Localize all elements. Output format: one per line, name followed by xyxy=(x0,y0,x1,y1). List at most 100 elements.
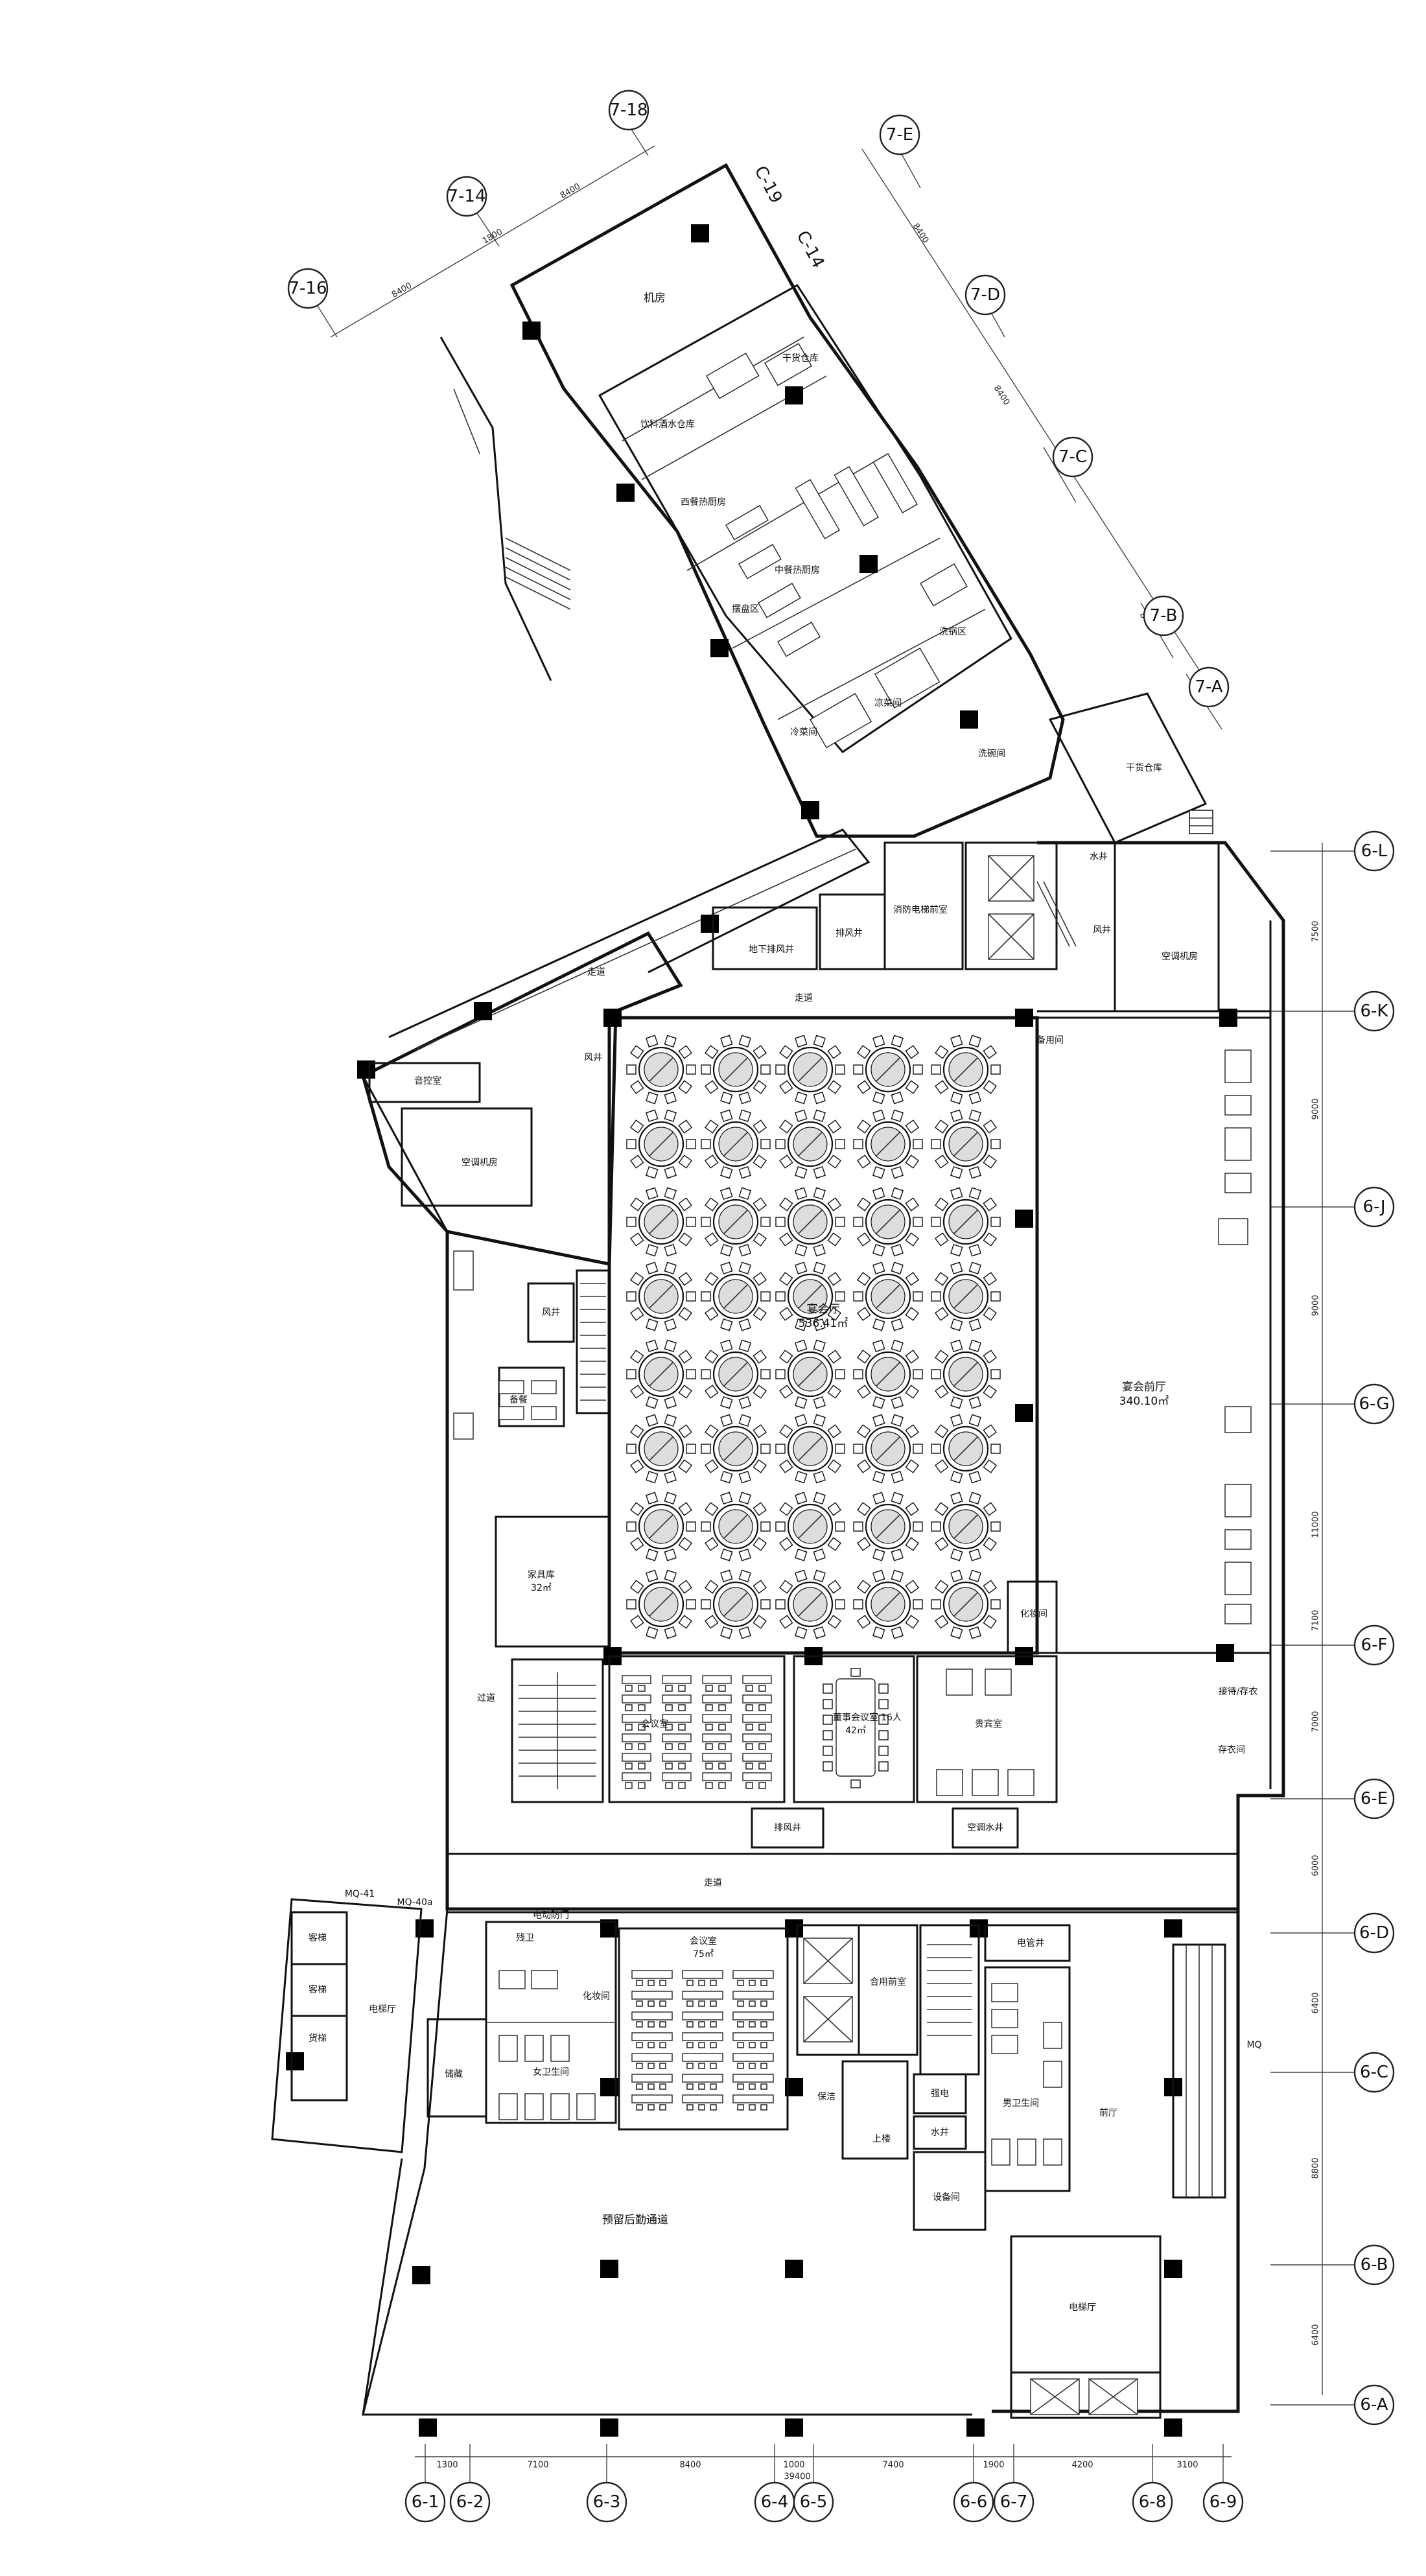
banquet-table xyxy=(701,1109,771,1179)
kitchen-wing: 机房 干货仓库 饮料酒水仓库 西餐热厨房 中餐热厨房 摆盘区 洗锅区 凉菜间 冷… xyxy=(439,163,1213,844)
svg-text:7-D: 7-D xyxy=(970,285,1000,305)
column xyxy=(1219,1009,1237,1027)
room-guest-lift-2: 客梯 xyxy=(309,1984,327,1995)
column xyxy=(474,1002,492,1020)
column xyxy=(1164,2260,1182,2278)
room-chinese-kitchen: 中餐热厨房 xyxy=(775,565,820,576)
dimension-labels: 7500 9000 9000 11000 7100 7000 6000 6400… xyxy=(390,181,1321,2481)
room-furniture: 家具库 xyxy=(528,1569,555,1580)
banquet-table xyxy=(853,1261,923,1331)
dim-right-4: 11000 xyxy=(1311,1511,1321,1538)
banquet-table xyxy=(775,1569,845,1639)
label-gas: 电动防门 xyxy=(533,1910,569,1921)
axis-bubble-6D: 6-D xyxy=(1353,1912,1395,1954)
room-elevator-hall-left: 电梯厅 xyxy=(369,2004,396,2015)
column xyxy=(286,2052,304,2070)
svg-text:6-4: 6-4 xyxy=(761,2492,788,2512)
room-front-hall: 前厅 xyxy=(1099,2107,1117,2118)
room-elec-shaft: 电管井 xyxy=(1017,1938,1044,1949)
room-machine: 机房 xyxy=(644,292,666,305)
banquet-table xyxy=(701,1035,771,1105)
room-elevator-hall-bottom: 电梯厅 xyxy=(1069,2302,1096,2313)
room-wind-left: 风井 xyxy=(542,1307,560,1318)
lower-block: 客梯 客梯 货梯 电梯厅 MQ-41 MQ-40a 储藏 残卫 女卫生间 化妆间… xyxy=(271,1889,1262,2419)
axis-bubble-7B: 7-B xyxy=(1143,595,1184,637)
room-dry-storage: 干货仓库 xyxy=(782,353,819,364)
axis-bubble-6B: 6-B xyxy=(1353,2244,1395,2286)
banquet-table xyxy=(931,1261,1001,1331)
axis-bubble-718: 7-18 xyxy=(608,89,649,131)
banquet-table xyxy=(931,1187,1001,1257)
column xyxy=(412,2266,430,2284)
room-guest-lift-1: 客梯 xyxy=(309,1932,327,1943)
column xyxy=(966,2418,985,2437)
svg-text:6-C: 6-C xyxy=(1360,2063,1388,2082)
dim-top-right-2: 8400 xyxy=(992,384,1012,407)
dim-top-left-2: 1800 xyxy=(481,227,504,246)
room-cold-dish: 冷菜间 xyxy=(790,727,817,738)
svg-text:7-16: 7-16 xyxy=(288,279,327,298)
column xyxy=(785,386,803,404)
dim-bottom-3: 8400 xyxy=(679,2461,701,2470)
room-makeup: 化妆间 xyxy=(1020,1609,1047,1619)
room-board: 董事会议室 xyxy=(833,1712,878,1723)
axis-label-c19: C-19 xyxy=(751,163,786,207)
axis-bubble-6K: 6-K xyxy=(1353,990,1395,1032)
room-prefunction-area: 340.10㎡ xyxy=(1119,1395,1169,1408)
banquet-table xyxy=(775,1414,845,1484)
svg-text:6-3: 6-3 xyxy=(593,2492,620,2512)
room-janitor: 残卫 xyxy=(516,1933,534,1943)
banquet-table xyxy=(701,1492,771,1562)
room-corridor-top: 走道 xyxy=(795,993,813,1003)
axis-bubble-7C: 7-C xyxy=(1052,436,1093,478)
axis-bubble-6L: 6-L xyxy=(1353,830,1395,872)
axis-bubble-714: 7-14 xyxy=(446,176,487,217)
room-elec: 强电 xyxy=(931,2089,949,2099)
room-meeting-a: 会议室 xyxy=(641,1718,668,1729)
dim-bottom-total: 39400 xyxy=(784,2472,810,2482)
column xyxy=(616,484,635,502)
svg-text:6-E: 6-E xyxy=(1361,1789,1388,1809)
room-meeting-b-area: 75㎡ xyxy=(693,1949,714,1960)
column xyxy=(600,2418,618,2437)
room-passage: 过道 xyxy=(477,1693,495,1704)
axis-bubble-6E: 6-E xyxy=(1353,1778,1395,1820)
banquet-table xyxy=(775,1035,845,1105)
svg-text:7-E: 7-E xyxy=(886,125,913,145)
room-board-seats: 16人 xyxy=(881,1713,902,1723)
axis-bubble-7E: 7-E xyxy=(879,114,920,156)
svg-text:6-2: 6-2 xyxy=(456,2492,484,2512)
banquet-table xyxy=(775,1109,845,1179)
dim-right-6: 7000 xyxy=(1311,1711,1321,1732)
banquet-table xyxy=(775,1261,845,1331)
svg-text:6-F: 6-F xyxy=(1361,1635,1388,1655)
label-mq41: MQ-41 xyxy=(345,1889,375,1899)
room-dish-wash: 洗碗间 xyxy=(978,749,1005,759)
banquet-table xyxy=(626,1569,696,1639)
room-west-kitchen: 西餐热厨房 xyxy=(681,497,726,508)
room-female-wc: 女卫生间 xyxy=(533,2067,569,2078)
label-mq: MQ xyxy=(1246,2040,1261,2050)
axis-bubble-6J: 6-J xyxy=(1353,1186,1395,1228)
room-veg: 凉菜间 xyxy=(874,698,902,708)
room-water: 水井 xyxy=(931,2127,949,2138)
room-corridor-mid: 走道 xyxy=(704,1878,722,1888)
column xyxy=(1164,1919,1182,1938)
svg-text:6-5: 6-5 xyxy=(800,2492,827,2512)
banquet-table xyxy=(626,1261,696,1331)
room-female-change: 化妆间 xyxy=(583,1991,610,2002)
banquet-table xyxy=(931,1339,1001,1409)
svg-text:6-K: 6-K xyxy=(1361,1001,1389,1021)
dim-right-1: 7500 xyxy=(1311,920,1321,942)
label-mq40a: MQ-40a xyxy=(397,1897,433,1908)
room-freight-lift: 货梯 xyxy=(309,2033,327,2044)
room-reception: 接待/存衣 xyxy=(1219,1686,1258,1697)
svg-text:6-D: 6-D xyxy=(1359,1923,1389,1943)
upper-corridor-rooms: 地下排风井 排风井 消防电梯前室 空调机房 风井 水井 走道 走道 备用间 xyxy=(587,841,1220,1046)
banquet-table xyxy=(853,1187,923,1257)
svg-text:6-L: 6-L xyxy=(1361,841,1388,861)
svg-text:6-1: 6-1 xyxy=(412,2492,439,2512)
dim-right-10: 6400 xyxy=(1311,2324,1321,2345)
column xyxy=(859,555,878,573)
